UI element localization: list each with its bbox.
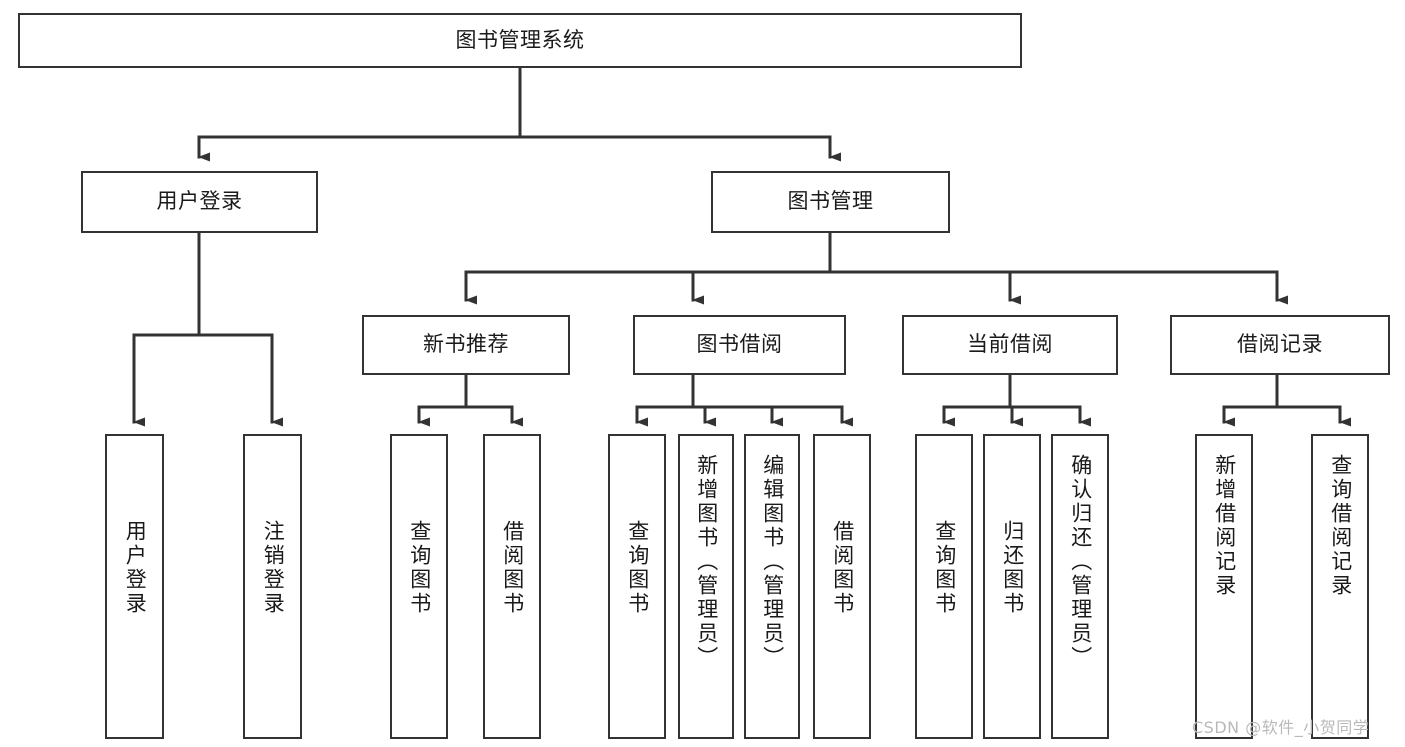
node-user-login[interactable]: 用户登录 [81,171,318,233]
node-book-borrow[interactable]: 图书借阅 [633,315,846,375]
node-root-system[interactable]: 图书管理系统 [18,13,1022,68]
node-label: 图书管理系统 [455,27,585,52]
node-label: 用户登录 [156,189,243,214]
node-label: 借阅记录 [1237,332,1323,357]
node-label: 查询借阅记录 [1328,454,1353,598]
node-label: 新书推荐 [423,332,509,357]
leaf-current-borrow-confirm[interactable]: 确认归还（管理员） [1051,434,1109,739]
leaf-borrow-record-query[interactable]: 查询借阅记录 [1311,434,1369,739]
node-borrow-record[interactable]: 借阅记录 [1170,315,1390,375]
node-label: 新增借阅记录 [1212,454,1237,598]
node-label: 图书借阅 [696,332,783,357]
node-label: 查询图书 [407,520,432,616]
node-label: 新增图书（管理员） [694,454,719,670]
leaf-new-book-borrow[interactable]: 借阅图书 [483,434,541,739]
csdn-watermark: CSDN @软件_小贺同学 [1192,718,1370,737]
leaf-book-borrow-borrow[interactable]: 借阅图书 [813,434,871,739]
node-label: 归还图书 [1000,520,1025,616]
node-label: 查询图书 [932,520,957,616]
leaf-book-borrow-edit[interactable]: 编辑图书（管理员） [744,434,800,739]
node-label: 当前借阅 [967,332,1053,357]
node-label: 借阅图书 [500,520,525,616]
leaf-user-login-logout[interactable]: 注销登录 [243,434,302,739]
leaf-book-borrow-add[interactable]: 新增图书（管理员） [678,434,734,739]
node-label: 注销登录 [261,520,286,616]
leaf-current-borrow-query[interactable]: 查询图书 [915,434,973,739]
node-book-management[interactable]: 图书管理 [711,171,950,233]
node-label: 查询图书 [625,520,650,616]
node-label: 编辑图书（管理员） [760,454,785,670]
leaf-current-borrow-return[interactable]: 归还图书 [983,434,1041,739]
node-label: 确认归还（管理员） [1068,454,1093,670]
node-new-book-recommend[interactable]: 新书推荐 [362,315,570,375]
node-label: 用户登录 [123,520,148,616]
node-label: 图书管理 [787,189,874,214]
node-label: 借阅图书 [830,520,855,616]
node-current-borrow[interactable]: 当前借阅 [902,315,1118,375]
leaf-book-borrow-query[interactable]: 查询图书 [608,434,666,739]
leaf-new-book-query[interactable]: 查询图书 [390,434,448,739]
leaf-borrow-record-add[interactable]: 新增借阅记录 [1195,434,1253,739]
leaf-user-login-login[interactable]: 用户登录 [105,434,164,739]
